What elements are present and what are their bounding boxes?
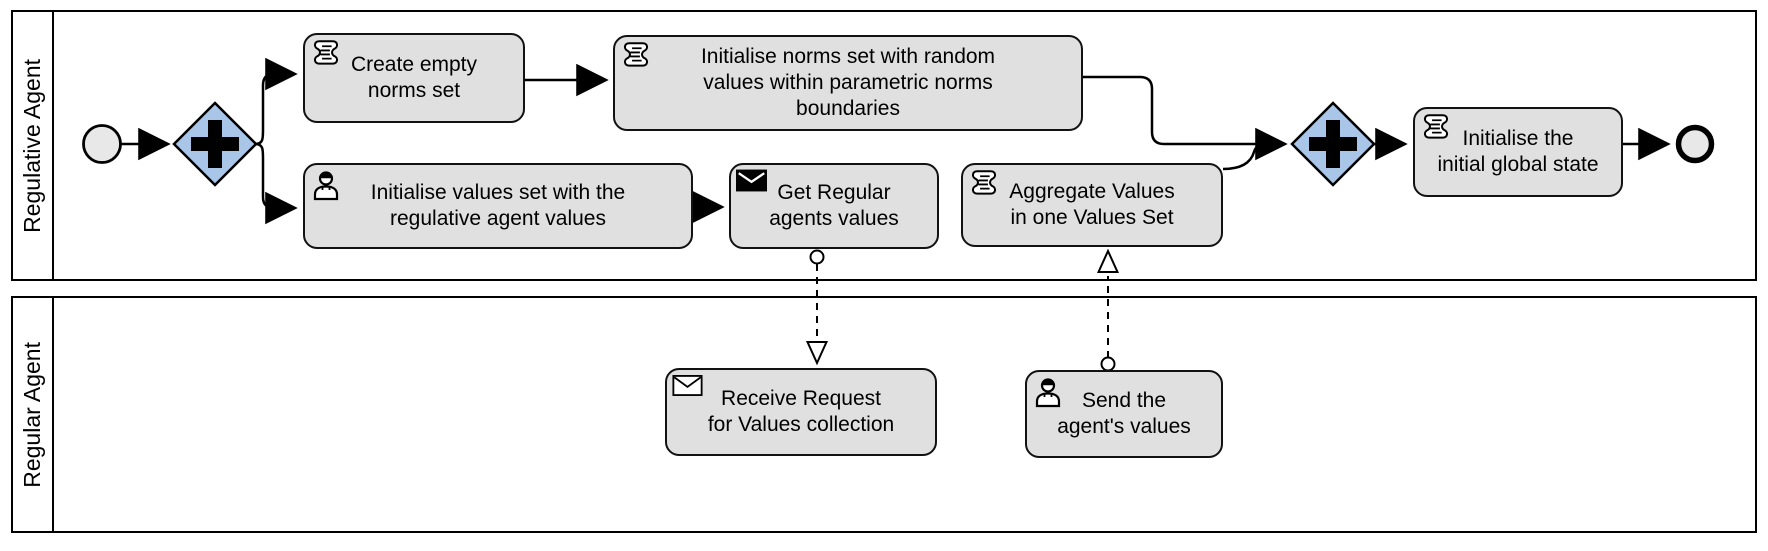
- message-flow-open-arrowhead-up: [1096, 248, 1120, 273]
- plus-icon: [1309, 120, 1357, 168]
- task-aggregate-values[interactable]: Aggregate Values in one Values Set: [961, 163, 1223, 247]
- task-initialise-global-state[interactable]: Initialise the initial global state: [1413, 107, 1623, 197]
- receive-message-icon: [672, 374, 706, 406]
- task-create-empty-norms-set[interactable]: Create empty norms set: [303, 33, 525, 123]
- sequence-flow-split-to-create-norms: [254, 57, 298, 146]
- send-message-icon: [736, 169, 770, 201]
- task-label: Receive Request for Values collection: [707, 387, 895, 436]
- task-get-regular-agents-values[interactable]: Get Regular agents values: [729, 163, 939, 249]
- message-flow-source-dot: [809, 249, 825, 265]
- sequence-flow-init-norms-to-join: [1083, 75, 1288, 161]
- script-icon: [310, 39, 344, 71]
- user-icon: [310, 169, 344, 201]
- message-flow-source-dot: [1100, 356, 1116, 372]
- start-event[interactable]: [82, 124, 122, 164]
- plus-icon: [191, 120, 239, 168]
- user-icon: [1032, 376, 1066, 408]
- parallel-gateway-join[interactable]: [1290, 101, 1376, 187]
- sequence-flow-aggregate-to-join: [1222, 143, 1265, 171]
- task-label: Initialise norms set with random values …: [700, 45, 996, 120]
- task-label: Create empty norms set: [350, 53, 478, 102]
- pool-label-band: Regular Agent: [13, 298, 54, 531]
- task-initialise-norms-set[interactable]: Initialise norms set with random values …: [613, 35, 1083, 131]
- message-flow-open-arrowhead-down: [805, 341, 829, 366]
- script-icon: [968, 169, 1002, 201]
- task-receive-request[interactable]: Receive Request for Values collection: [665, 368, 937, 456]
- pool-label-band: Regulative Agent: [13, 12, 54, 279]
- task-label: Initialise the initial global state: [1437, 127, 1599, 176]
- sequence-flow-split-to-init-values: [254, 142, 298, 225]
- task-initialise-values-set[interactable]: Initialise values set with the regulativ…: [303, 163, 693, 249]
- task-send-agents-values[interactable]: Send the agent's values: [1025, 370, 1223, 458]
- task-label: Send the agent's values: [1057, 389, 1191, 438]
- task-label: Initialise values set with the regulativ…: [370, 181, 626, 230]
- task-label: Get Regular agents values: [769, 181, 899, 230]
- end-event[interactable]: [1675, 124, 1715, 164]
- parallel-gateway-split[interactable]: [172, 101, 258, 187]
- script-icon: [620, 41, 654, 73]
- script-icon: [1420, 113, 1454, 145]
- task-label: Aggregate Values in one Values Set: [1009, 180, 1175, 229]
